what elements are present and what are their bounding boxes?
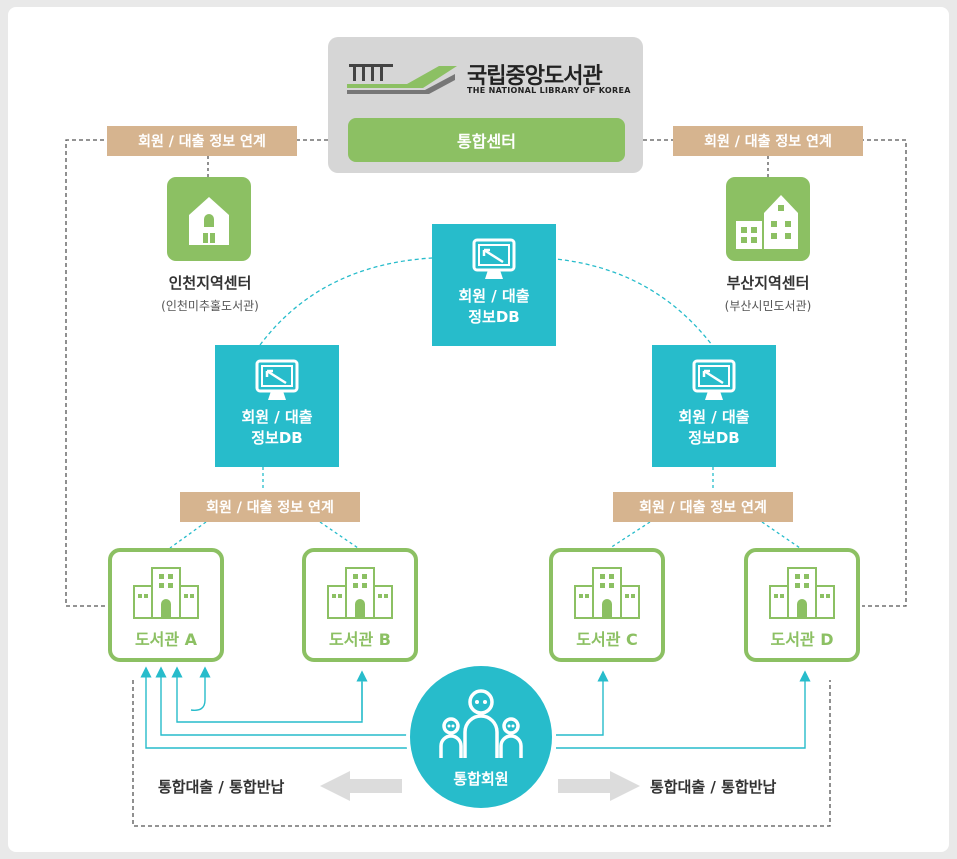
db-to-lib-b xyxy=(319,521,359,549)
db-label-line2: 정보DB xyxy=(688,429,740,447)
library-logo-icon xyxy=(347,64,457,94)
monitor-icon xyxy=(255,359,299,400)
left-outer-link xyxy=(65,139,328,607)
integration-center-label: 통합센터 xyxy=(348,118,625,162)
building-icon xyxy=(736,195,798,249)
db-to-lib-a xyxy=(169,521,207,549)
library-b: 도서관 B xyxy=(302,548,418,662)
library-building-icon xyxy=(769,567,835,619)
library-a: 도서관 A xyxy=(108,548,224,662)
people-icon xyxy=(439,689,523,758)
busan-center-sub: (부산시민도서관) xyxy=(724,299,812,313)
member-label: 통합회원 xyxy=(453,770,509,788)
right-outer-link xyxy=(643,139,907,607)
logo-english: THE NATIONAL LIBRARY OF KOREA xyxy=(467,86,631,95)
incheon-center-name: 인천지역센터 xyxy=(168,274,252,292)
busan-center-icon xyxy=(726,177,810,261)
nlk-logo: 국립중앙도서관 THE NATIONAL LIBRARY OF KOREA xyxy=(347,56,630,102)
left-flow-arrow xyxy=(320,771,402,801)
flow-label-right: 통합대출 / 통합반납 xyxy=(650,778,777,796)
incheon-center-icon xyxy=(167,177,251,261)
member-to-lib-c xyxy=(556,670,609,736)
bottom-outer-link xyxy=(132,680,831,827)
right-flow-arrow xyxy=(558,771,640,801)
library-building-icon xyxy=(133,567,199,619)
house-icon xyxy=(189,197,229,245)
db-label-line2: 정보DB xyxy=(468,308,520,326)
db-arc-right xyxy=(543,257,713,346)
library-label: 도서관 A xyxy=(134,630,198,649)
member-to-lib-a-2 xyxy=(155,666,410,736)
link-tag-mid-right: 회원 / 대출 정보 연계 xyxy=(613,492,793,522)
monitor-icon xyxy=(692,359,736,400)
integrated-member: 통합회원 xyxy=(406,662,556,812)
db-label-line1: 회원 / 대출 xyxy=(458,287,530,305)
db-to-lib-c xyxy=(609,521,651,549)
library-c: 도서관 C xyxy=(549,548,665,662)
flow-label-left: 통합대출 / 통합반납 xyxy=(158,778,285,796)
member-to-lib-a-1 xyxy=(140,666,410,749)
db-to-lib-d xyxy=(761,521,801,549)
library-d: 도서관 D xyxy=(744,548,860,662)
link-tag-top-right: 회원 / 대출 정보 연계 xyxy=(673,126,863,156)
logo-korean: 국립중앙도서관 xyxy=(467,64,603,89)
monitor-icon xyxy=(472,238,516,279)
db-label-line1: 회원 / 대출 xyxy=(678,408,750,426)
link-tag-mid-left: 회원 / 대출 정보 연계 xyxy=(180,492,360,522)
member-to-lib-d xyxy=(556,670,811,749)
library-label: 도서관 B xyxy=(329,630,391,649)
incheon-center-sub: (인천미추홀도서관) xyxy=(161,299,259,313)
db-label-line1: 회원 / 대출 xyxy=(241,408,313,426)
library-building-icon xyxy=(327,567,393,619)
library-label: 도서관 D xyxy=(770,630,834,649)
library-building-icon xyxy=(574,567,640,619)
library-label: 도서관 C xyxy=(576,630,638,649)
link-tag-top-left: 회원 / 대출 정보 연계 xyxy=(107,126,297,156)
busan-center-name: 부산지역센터 xyxy=(726,274,810,292)
db-label-line2: 정보DB xyxy=(251,429,303,447)
db-arc-left xyxy=(259,257,433,346)
